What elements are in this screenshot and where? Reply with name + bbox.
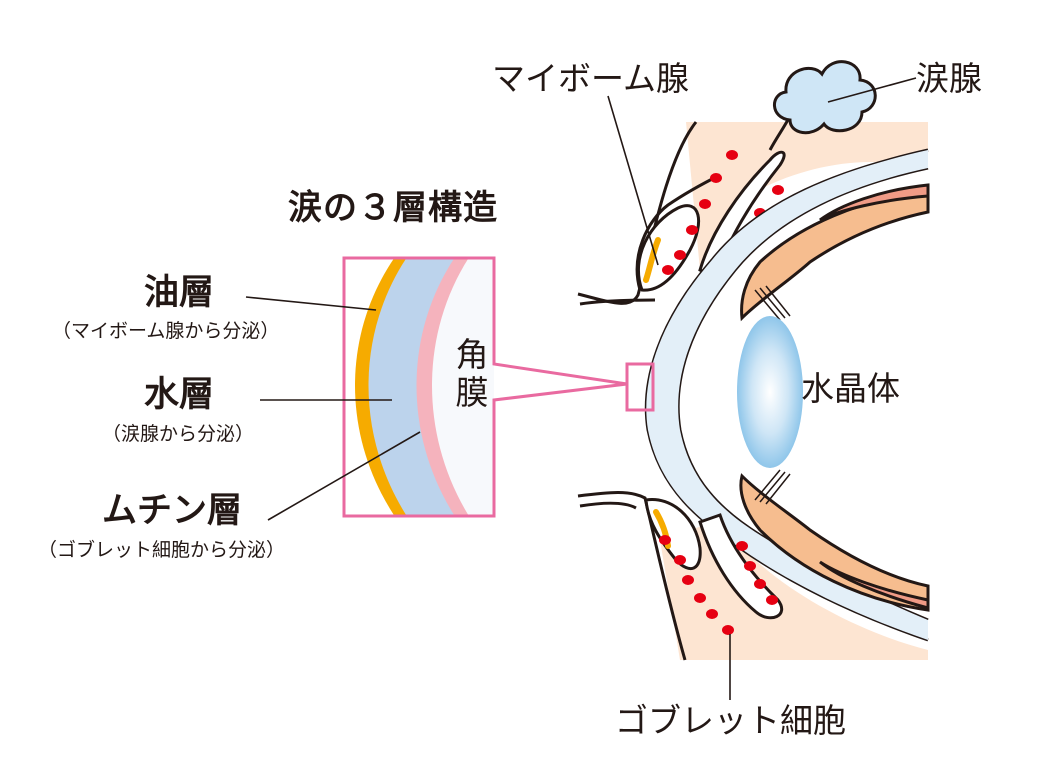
meibomian-gland-label: マイボーム腺 <box>492 59 690 98</box>
leader-lines <box>245 77 917 700</box>
ciliary-body <box>739 183 930 612</box>
lens-shape <box>737 316 803 468</box>
diagram-title: 涙の３層構造 <box>288 188 498 228</box>
lacrimal-gland-label: 涙腺 <box>916 59 982 98</box>
meibomian-gland-upper <box>636 204 700 292</box>
oil-layer-note: （マイボーム腺から分泌） <box>52 320 280 342</box>
mucin-layer-label: ムチン層 <box>102 491 243 531</box>
cornea-highlight-frame <box>625 362 655 412</box>
lacrimal-gland-shape <box>768 60 877 151</box>
zonule-fibers <box>754 285 791 505</box>
conjunctiva-lower <box>698 513 784 620</box>
water-layer-note: （涙腺から分泌） <box>102 423 255 445</box>
goblet-cell-label: ゴブレット細胞 <box>615 701 846 740</box>
mucin-layer-note: （ゴブレット細胞から分泌） <box>38 539 286 561</box>
cornea-label: 角膜 <box>455 335 489 412</box>
water-layer-label: 水層 <box>144 375 215 415</box>
lens-label: 水晶体 <box>801 369 900 408</box>
goblet-dots-lower <box>659 535 778 635</box>
oil-layer-label: 油層 <box>144 273 215 313</box>
tear-film-zoom-box <box>342 256 628 518</box>
